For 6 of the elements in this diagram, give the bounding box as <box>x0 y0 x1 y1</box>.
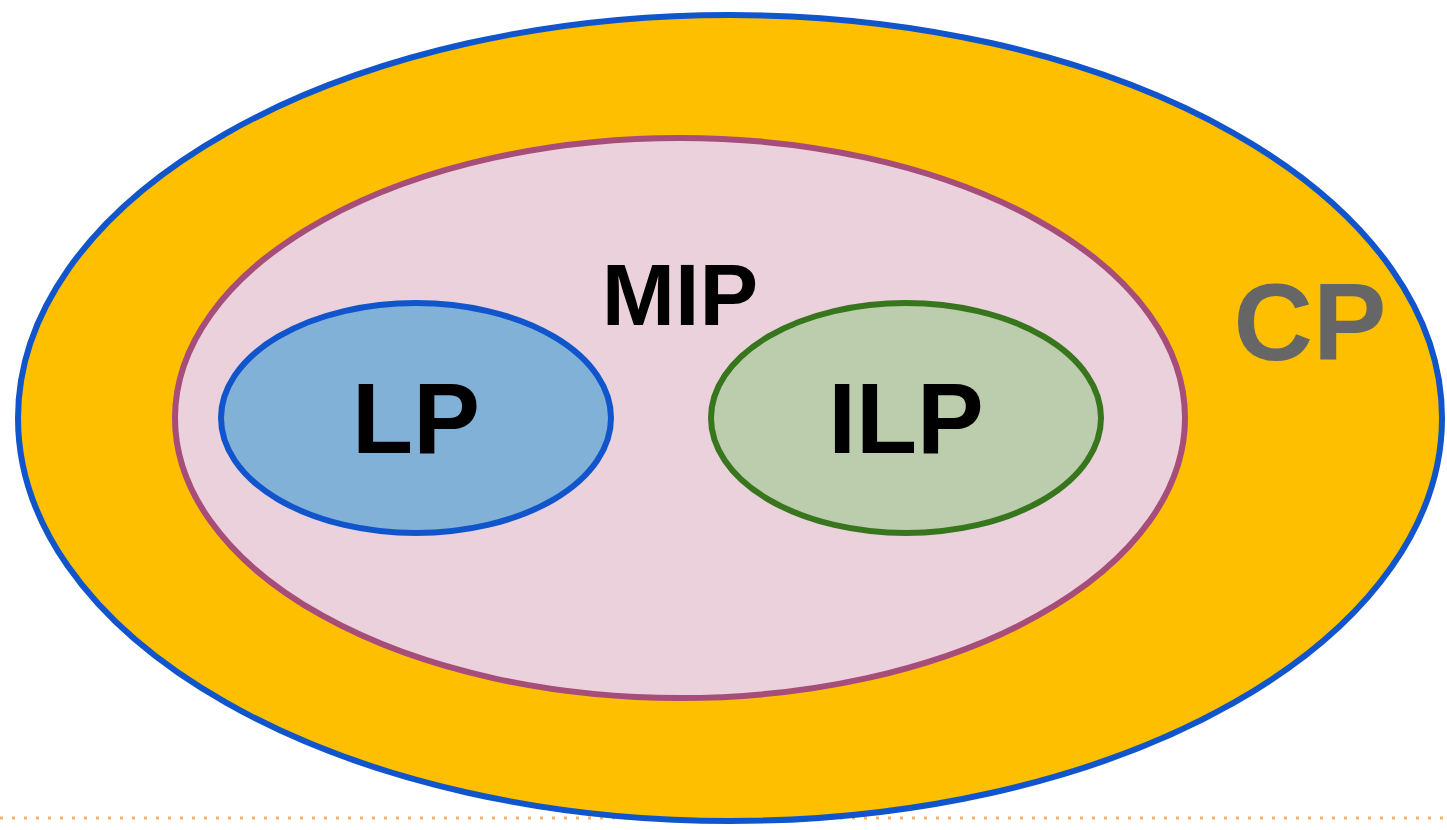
set-label: LP <box>352 368 480 468</box>
ellipse-region <box>15 12 1445 824</box>
set-label: MIP <box>601 251 759 339</box>
set-label: ILP <box>828 368 984 468</box>
ellipse-region <box>172 135 1188 701</box>
set-label: CP <box>1233 267 1387 377</box>
